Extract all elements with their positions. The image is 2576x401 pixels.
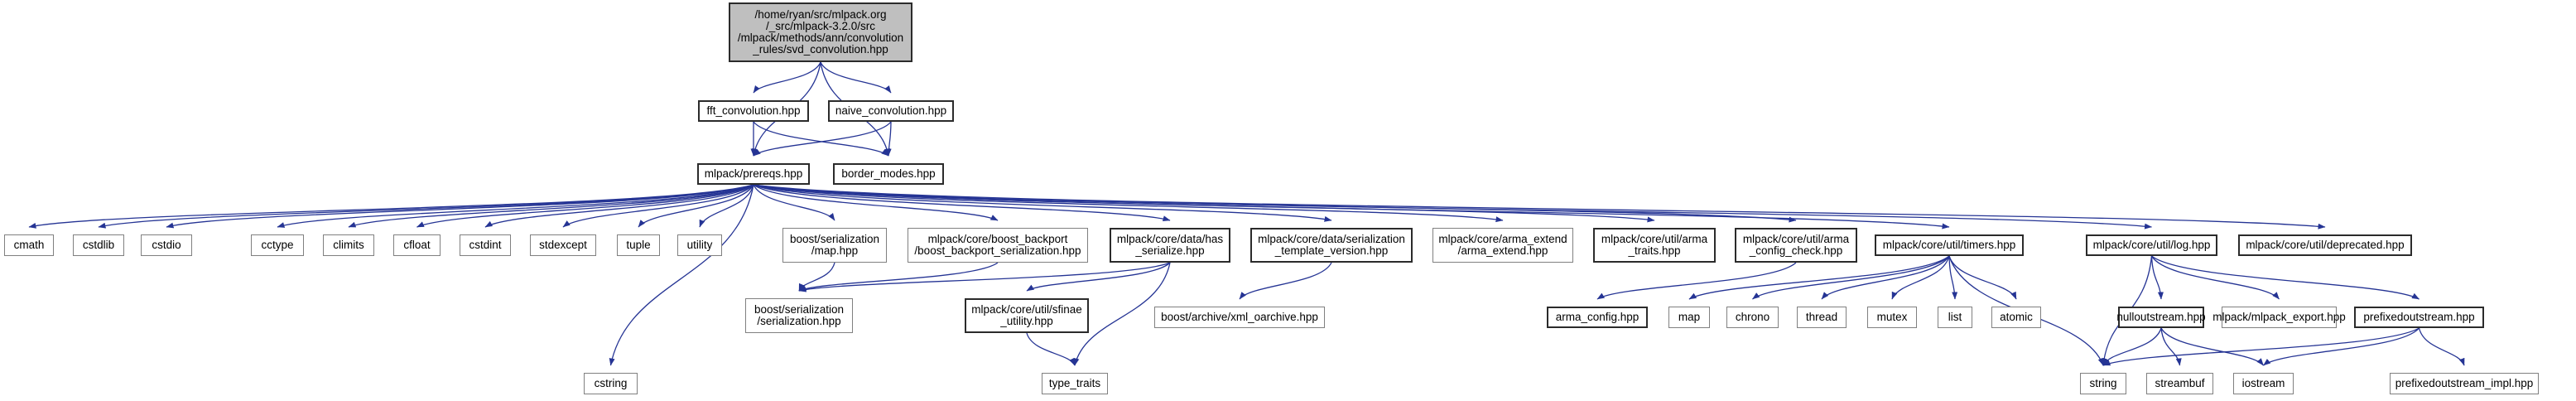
edge-log-to-nullout xyxy=(2150,255,2164,300)
graph-node-armacfgchk[interactable]: mlpack/core/util/arma _config_check.hpp xyxy=(1735,228,1857,263)
edge-naive-to-border xyxy=(885,121,892,157)
graph-node-xmloar[interactable]: boost/archive/xml_oarchive.hpp xyxy=(1154,307,1325,328)
edge-prereqs-to-stdexcept xyxy=(562,184,754,228)
graph-node-climits[interactable]: climits xyxy=(323,234,374,256)
graph-node-string[interactable]: string xyxy=(2080,373,2126,394)
edge-root-to-naive xyxy=(820,61,892,94)
graph-node-bmap[interactable]: boost/serialization /map.hpp xyxy=(782,228,887,263)
edge-root-to-fft xyxy=(753,61,821,94)
graph-node-list[interactable]: list xyxy=(1938,307,1972,328)
edge-prereqs-to-hasser xyxy=(753,184,1171,222)
graph-node-cstdio[interactable]: cstdio xyxy=(141,234,192,256)
graph-node-deprecated[interactable]: mlpack/core/util/deprecated.hpp xyxy=(2238,234,2412,256)
edge-prereqs-to-armaext xyxy=(753,184,1504,223)
edge-timers-to-atomic xyxy=(1948,255,2017,300)
graph-node-timers[interactable]: mlpack/core/util/timers.hpp xyxy=(1875,234,2024,256)
graph-node-prefixout[interactable]: prefixedoutstream.hpp xyxy=(2354,307,2484,328)
edge-prereqs-to-log xyxy=(753,184,2152,229)
edge-prereqs-to-cstdint xyxy=(484,184,754,228)
graph-node-naive[interactable]: naive_convolution.hpp xyxy=(828,100,954,122)
graph-node-thread[interactable]: thread xyxy=(1797,307,1847,328)
edge-prereqs-to-cstring xyxy=(609,184,754,366)
edge-bmap-to-bser xyxy=(798,262,835,292)
edge-prereqs-to-climits xyxy=(348,184,754,228)
graph-node-hasser[interactable]: mlpack/core/data/has _serialize.hpp xyxy=(1110,228,1230,263)
edge-prefixout-to-string xyxy=(2102,327,2420,366)
edge-fft-to-border xyxy=(753,121,889,157)
edge-prereqs-to-armacfgchk xyxy=(753,184,1797,223)
edge-log-to-prefixout xyxy=(2151,255,2420,300)
edge-naive-to-prereqs xyxy=(753,121,892,157)
graph-node-sfinae[interactable]: mlpack/core/util/sfinae _utility.hpp xyxy=(965,298,1089,333)
graph-node-tuple[interactable]: tuple xyxy=(617,234,660,256)
graph-node-cstring[interactable]: cstring xyxy=(584,373,638,394)
graph-node-typetraits[interactable]: type_traits xyxy=(1042,373,1108,394)
graph-node-prereqs[interactable]: mlpack/prereqs.hpp xyxy=(697,163,810,185)
edge-prereqs-to-bbser xyxy=(753,184,999,221)
edge-prereqs-to-bmap xyxy=(753,184,835,221)
graph-node-fft[interactable]: fft_convolution.hpp xyxy=(698,100,809,122)
graph-node-log[interactable]: mlpack/core/util/log.hpp xyxy=(2086,234,2217,256)
edge-prereqs-to-armatraits xyxy=(753,184,1655,223)
graph-node-chrono[interactable]: chrono xyxy=(1726,307,1779,328)
graph-node-cmath[interactable]: cmath xyxy=(4,234,54,256)
edge-nullout-to-string xyxy=(2102,327,2162,366)
graph-node-armatraits[interactable]: mlpack/core/util/arma _traits.hpp xyxy=(1593,228,1716,263)
graph-node-mutex[interactable]: mutex xyxy=(1867,307,1917,328)
edge-prereqs-to-cfloat xyxy=(416,184,754,228)
edge-prefixout-to-iostream xyxy=(2263,327,2420,366)
graph-node-nullout[interactable]: nulloutstream.hpp xyxy=(2116,307,2206,328)
graph-node-cctype[interactable]: cctype xyxy=(251,234,304,256)
graph-node-bbser[interactable]: mlpack/core/boost_backport /boost_backpo… xyxy=(908,228,1088,263)
edge-nullout-to-iostream xyxy=(2160,327,2265,366)
graph-node-root[interactable]: /home/ryan/src/mlpack.org /_src/mlpack-3… xyxy=(729,2,912,62)
graph-node-iostream[interactable]: iostream xyxy=(2233,373,2294,394)
graph-node-border[interactable]: border_modes.hpp xyxy=(833,163,944,185)
graph-node-stdexcept[interactable]: stdexcept xyxy=(530,234,596,256)
edge-armacfgchk-to-armacfg xyxy=(1596,262,1797,300)
edge-prereqs-to-cstdlib xyxy=(98,184,754,229)
graph-node-armaext[interactable]: mlpack/core/arma_extend /arma_extend.hpp xyxy=(1432,228,1573,263)
graph-node-cfloat[interactable]: cfloat xyxy=(393,234,441,256)
edge-log-to-export xyxy=(2150,255,2280,300)
edge-prereqs-to-cctype xyxy=(277,184,754,228)
edge-prereqs-to-timers xyxy=(753,184,1950,229)
edge-hasser-to-bser xyxy=(798,262,1171,292)
edge-timers-to-mutex xyxy=(1891,255,1950,300)
edge-prereqs-to-utility xyxy=(699,184,754,228)
graph-node-utility[interactable]: utility xyxy=(677,234,722,256)
edge-timers-to-list xyxy=(1948,255,1958,300)
graph-node-prefiximpl[interactable]: prefixedoutstream_impl.hpp xyxy=(2390,373,2539,394)
graph-node-streambuf[interactable]: streambuf xyxy=(2146,373,2213,394)
edge-sfinae-to-typetraits xyxy=(1026,332,1076,366)
edge-prereqs-to-cmath xyxy=(28,184,754,229)
edge-prereqs-to-deprecated xyxy=(753,184,2326,229)
graph-node-atomic[interactable]: atomic xyxy=(1991,307,2041,328)
graph-node-cstdlib[interactable]: cstdlib xyxy=(73,234,124,256)
edge-prefixout-to-prefiximpl xyxy=(2418,327,2465,366)
edge-hasser-to-sfinae xyxy=(1026,262,1171,292)
graph-node-map[interactable]: map xyxy=(1668,307,1710,328)
edge-prereqs-to-tuple xyxy=(638,184,754,228)
edge-prereqs-to-sertv xyxy=(753,184,1332,222)
edge-nullout-to-streambuf xyxy=(2160,327,2182,366)
graph-node-export[interactable]: mlpack/mlpack_export.hpp xyxy=(2212,307,2346,328)
edge-sertv-to-xmloar xyxy=(1239,262,1332,300)
graph-node-sertv[interactable]: mlpack/core/data/serialization _template… xyxy=(1250,228,1413,263)
edge-bbser-to-bser xyxy=(798,262,999,292)
graph-node-cstdint[interactable]: cstdint xyxy=(460,234,511,256)
graph-node-armacfg[interactable]: arma_config.hpp xyxy=(1547,307,1648,328)
edge-prereqs-to-cstdio xyxy=(166,184,754,229)
graph-node-bser[interactable]: boost/serialization /serialization.hpp xyxy=(745,298,853,333)
